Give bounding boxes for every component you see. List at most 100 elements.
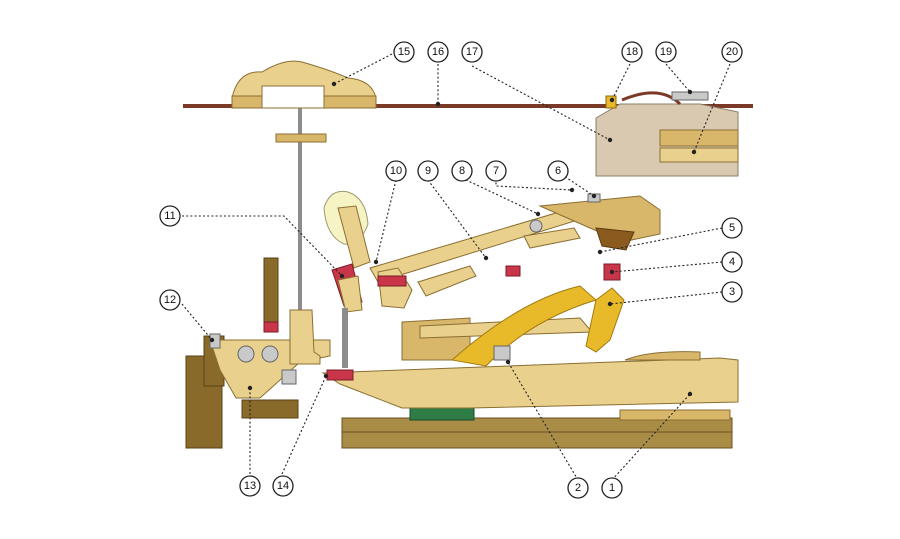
dot-4 [609,269,615,275]
callout-19: 19 [655,41,677,63]
damper-block [289,309,321,365]
dot-2 [505,359,511,365]
callout-13: 13 [239,475,261,497]
flange-screw [209,333,221,349]
callout-14-label: 14 [277,480,289,492]
hammer-head-core [337,205,371,269]
callout-1-label: 1 [609,482,615,494]
dot-8 [535,211,541,217]
damper-lever-base [241,399,299,419]
lever-pin [281,369,297,385]
leader-dots [209,81,697,397]
callout-5: 5 [721,217,743,239]
dot-1 [687,391,693,397]
callout-4-label: 4 [729,256,735,268]
callout-14: 14 [272,475,294,497]
backcheck-wire [342,308,348,368]
leader-17 [471,65,611,141]
dot-13 [247,385,253,391]
string-coil [621,91,682,106]
dot-20 [691,149,697,155]
leader-18 [611,63,631,101]
dot-7 [569,187,575,193]
regulating-screw [529,219,543,233]
callout-3-label: 3 [729,286,735,298]
callout-9-label: 9 [425,165,431,177]
jack [417,265,477,297]
callout-17: 17 [461,41,483,63]
callout-17-label: 17 [466,46,478,58]
leader-11 [182,215,343,277]
leader-14 [281,375,327,475]
leader-19 [665,63,691,93]
keybed [341,405,733,449]
leader-4 [611,261,723,273]
damper-head-rail [263,257,279,329]
catcher [377,267,413,309]
callout-10: 10 [385,160,407,182]
pinblock-layer-b [659,147,739,163]
key-slip [619,409,731,421]
leader-15 [333,53,393,85]
callout-1: 1 [601,477,623,499]
dot-15 [331,81,337,87]
damper-lever-screw-a [237,345,255,363]
dot-18 [609,97,615,103]
callout-18-label: 18 [626,46,638,58]
key [321,357,739,409]
jack-spring-arm [450,285,598,367]
keyframe-rail-lower [341,431,733,449]
backcheck [337,275,363,313]
callout-11-label: 11 [164,210,175,222]
damper-lever-screw-b [261,345,279,363]
callout-16-label: 16 [432,46,444,58]
leader-8 [461,177,539,215]
leader-9 [427,179,487,259]
dot-16 [435,101,441,107]
damper-felt-gap [261,85,325,109]
dot-12 [209,337,215,343]
callout-4: 4 [721,251,743,273]
damper-rail-felt [263,321,279,333]
callout-2-label: 2 [575,482,581,494]
callout-8-label: 8 [459,165,465,177]
callout-12-label: 12 [164,294,176,306]
capstan-screw [493,345,511,361]
callout-15: 15 [393,41,415,63]
hammer-butt [538,195,661,243]
dot-3 [607,301,613,307]
leader-1 [611,393,691,481]
string [183,104,753,108]
callout-20-label: 20 [726,46,738,58]
leader-20 [693,63,731,153]
callout-11: 11 [159,205,181,227]
bridle-wire-bracket [585,287,625,353]
key-end-block [624,351,701,361]
callout-19-label: 19 [660,46,672,58]
jack-felt [505,265,521,277]
dot-9 [483,255,489,261]
callout-7-label: 7 [493,165,499,177]
dot-14 [323,373,329,379]
leader-2 [507,361,579,481]
callout-5-label: 5 [729,222,735,234]
callout-7: 7 [485,160,507,182]
dot-11 [339,273,345,279]
callout-15-label: 15 [398,46,410,58]
leader-12 [181,303,213,341]
callout-9: 9 [417,160,439,182]
callout-10-label: 10 [390,165,402,177]
dot-6 [591,193,597,199]
callout-3: 3 [721,281,743,303]
dot-5 [597,249,603,255]
pinblock-layer-a [659,129,739,147]
callout-12: 12 [159,289,181,311]
dot-17 [607,137,613,143]
catcher-felt [377,275,407,287]
callout-13-label: 13 [244,480,256,492]
key-front-felt [326,369,354,381]
damper-guide-rail [275,133,327,143]
hitch-pin [605,95,617,109]
